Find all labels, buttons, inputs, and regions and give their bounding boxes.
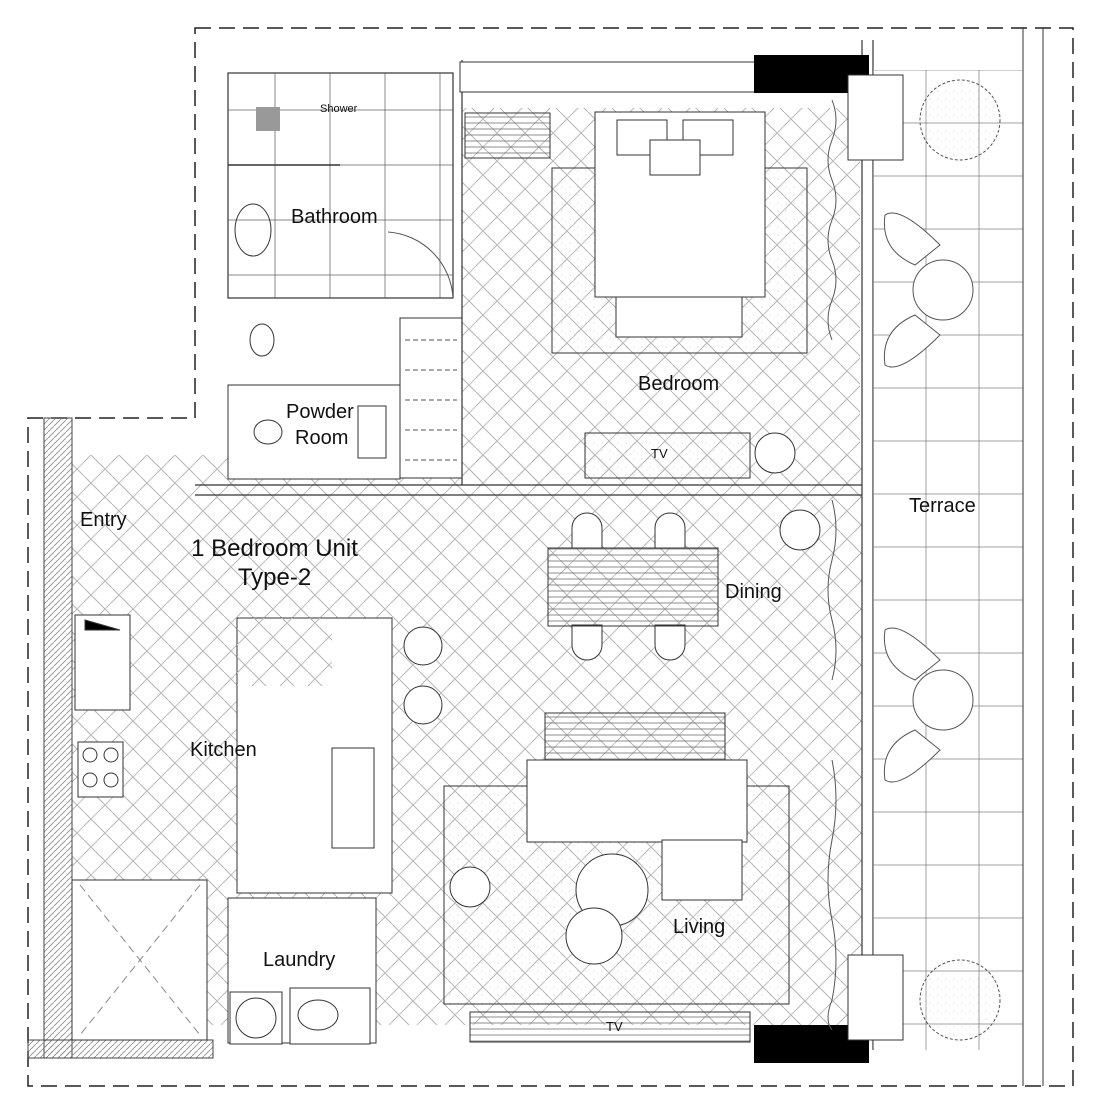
- label-living-tv: TV: [606, 1019, 623, 1034]
- kitchen: [74, 614, 393, 894]
- label-bathroom: Bathroom: [291, 206, 378, 228]
- wall-left: [43, 417, 73, 1059]
- dining-furniture: [403, 512, 719, 725]
- unit-title-line1: 1 Bedroom Unit: [191, 535, 358, 562]
- label-bedroom: Bedroom: [638, 373, 720, 395]
- label-entry: Entry: [80, 509, 127, 531]
- unit-title: 1 Bedroom Unit Type-2: [172, 535, 377, 593]
- bathroom: [227, 72, 454, 357]
- label-powder-line1: Powder: [286, 401, 354, 423]
- unit-title-line2: Type-2: [237, 563, 312, 591]
- terrace: [847, 28, 1044, 1086]
- label-dining: Dining: [725, 581, 782, 603]
- unit-boundary: [27, 27, 1074, 1087]
- label-kitchen: Kitchen: [190, 739, 257, 761]
- shaft: [71, 879, 208, 1041]
- laundry: [227, 897, 377, 1045]
- label-powder-line2: Room: [295, 427, 349, 449]
- powder-room: [227, 317, 463, 480]
- label-living: Living: [673, 916, 726, 938]
- bedroom-furniture: [459, 61, 821, 551]
- wall-bottom-left: [27, 1039, 214, 1059]
- label-laundry: Laundry: [263, 949, 336, 971]
- label-terrace: Terrace: [909, 495, 976, 517]
- curtains: [827, 99, 837, 1031]
- living-furniture: [443, 712, 790, 1043]
- label-bedroom-tv: TV: [651, 446, 668, 461]
- label-shower: Shower: [320, 103, 358, 115]
